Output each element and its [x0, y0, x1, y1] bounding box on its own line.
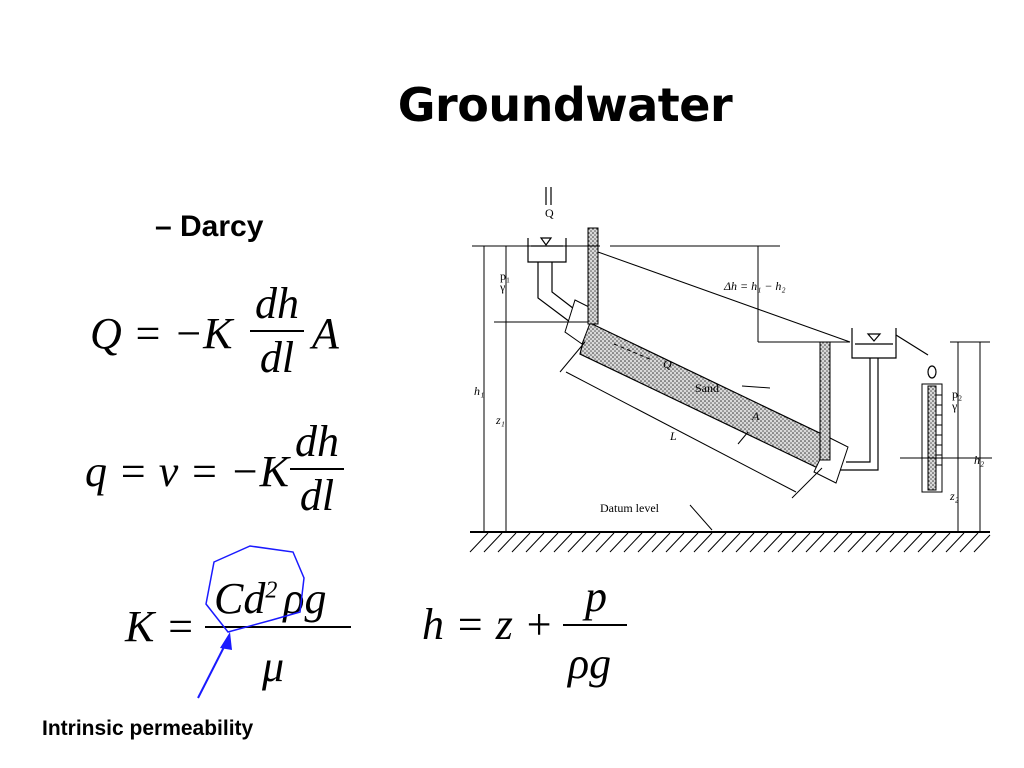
intrinsic-permeability-label: Intrinsic permeability	[42, 717, 254, 740]
outflow-tank	[840, 328, 937, 471]
z2-label: z₂	[949, 489, 959, 503]
flow-Q-label: Q	[663, 357, 672, 371]
annotation-arrow-head	[220, 632, 232, 650]
annotation-arrow-line	[197, 642, 227, 699]
eq3-exponent: 2	[265, 577, 278, 604]
eq3-numerator-cd: Cd	[214, 574, 266, 623]
highlight-polygon	[205, 545, 305, 633]
eq3-numerator-rhog: ρg	[283, 574, 327, 623]
measuring-cylinder	[921, 383, 943, 493]
outlet-cap	[813, 437, 849, 484]
eq2-numerator: dh	[295, 417, 339, 466]
h1-label: h₁	[474, 384, 484, 398]
eq4-denominator: ρg	[568, 639, 612, 688]
bullet-darcy: – Darcy	[155, 210, 264, 243]
eq1-fraction-bar	[250, 330, 304, 332]
pressure-head-1-den: γ	[499, 280, 506, 294]
eq4-numerator: p	[585, 572, 607, 621]
sand-label: Sand	[695, 381, 719, 395]
ground-hatching	[469, 531, 991, 553]
piezometer-2	[819, 341, 831, 461]
inflow-Q-label: Q	[545, 206, 554, 220]
piezometer-1	[587, 227, 599, 325]
datum-level-label: Datum level	[600, 501, 660, 515]
delta-h-label: Δh = h₁ − h₂	[723, 279, 786, 293]
pressure-head-2-den: γ	[951, 399, 958, 413]
eq2-denominator: dl	[299, 471, 335, 520]
eq2-lhs: q = v = −K	[85, 447, 289, 496]
eq1-fraction: dh dl	[250, 282, 304, 380]
eq1-tail: A	[312, 309, 339, 358]
eq3-fraction-bar	[205, 626, 351, 628]
eq2-fraction: dh dl	[290, 420, 344, 518]
area-label: A	[751, 409, 760, 423]
pressure-head-1-num: p₁	[500, 269, 510, 283]
sand-column	[579, 321, 831, 471]
eq1-numerator: dh	[255, 279, 299, 328]
eq4-lhs: h = z +	[422, 600, 554, 649]
eq3-lhs: K =	[125, 602, 196, 651]
eq2-fraction-bar	[290, 468, 344, 470]
dimension-lines	[472, 245, 992, 532]
h2-label: h₂	[974, 453, 984, 467]
eq4-fraction-bar	[563, 624, 627, 626]
eq1-lhs: Q = −K	[90, 309, 233, 358]
pressure-head-2-num: p₂	[952, 387, 962, 401]
length-label: L	[669, 429, 677, 443]
eq3-denominator: μ	[262, 642, 285, 691]
slide-title: Groundwater	[397, 78, 733, 132]
hydraulic-gradient-line	[597, 251, 851, 343]
eq1-denominator: dl	[259, 333, 295, 382]
z1-label: z₁	[495, 413, 505, 427]
